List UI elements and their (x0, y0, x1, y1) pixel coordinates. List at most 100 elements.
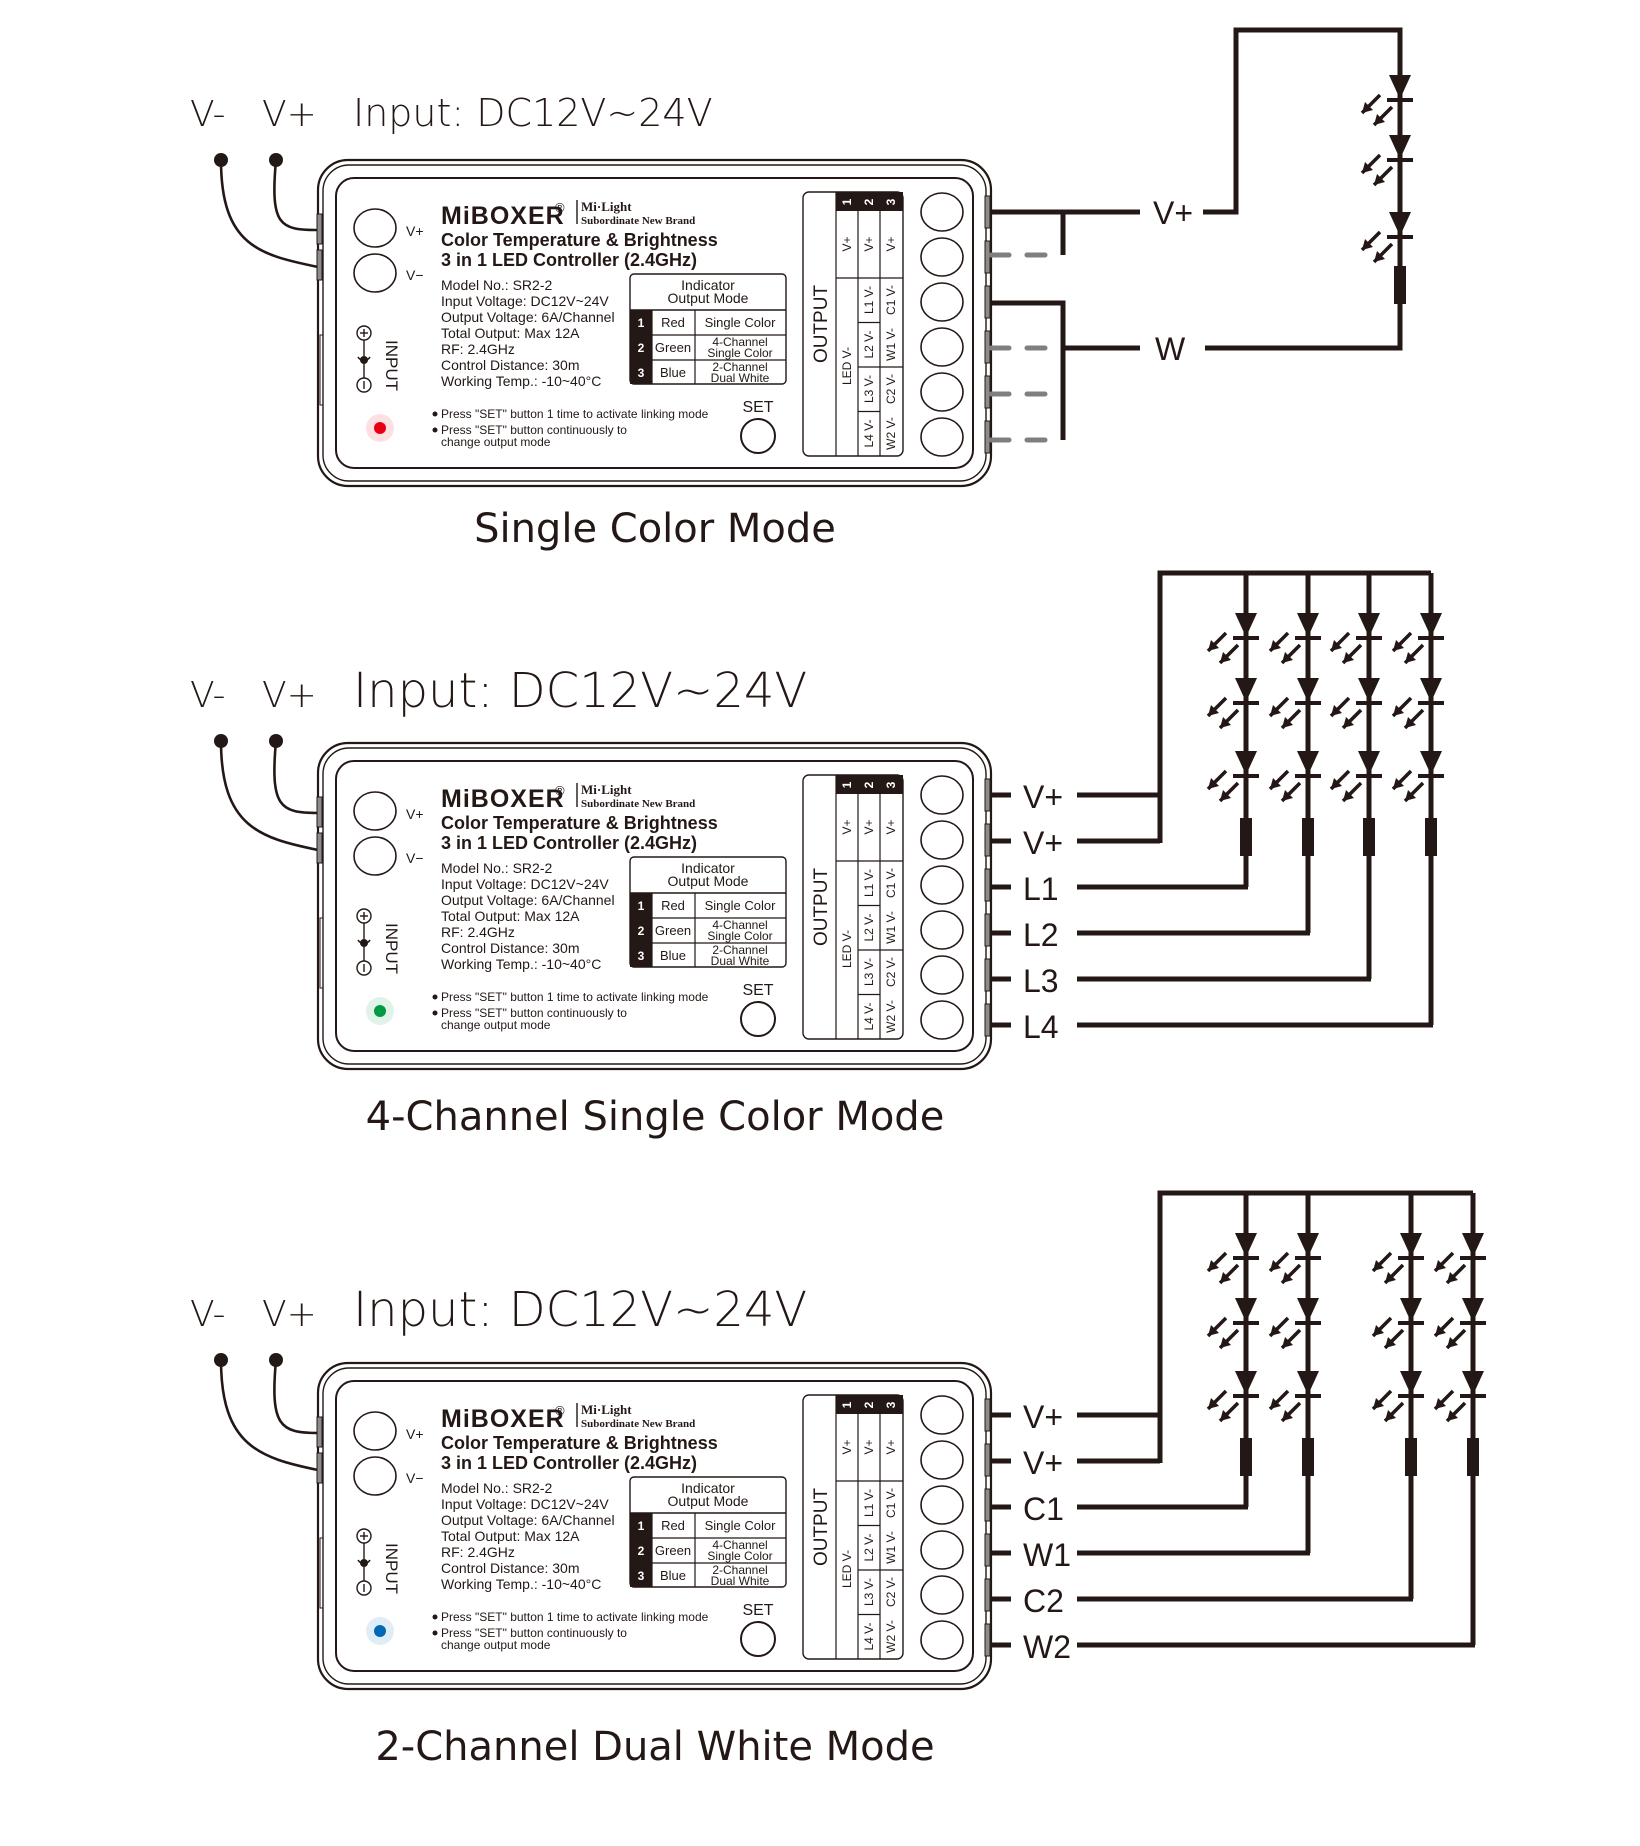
light-arrow-head (1208, 1260, 1219, 1271)
device-shell-inner (322, 747, 987, 1065)
input-wire-vminus (219, 159, 319, 269)
output-terminal (984, 1578, 991, 1612)
led-icon (1329, 678, 1382, 730)
note-1: Press "SET" button 1 time to activate li… (441, 1610, 709, 1624)
input-vminus-label: V- (190, 675, 226, 716)
output-led-vminus: LED V- (840, 1550, 854, 1588)
output-screw-terminal (920, 865, 964, 905)
indicator-led (374, 422, 386, 434)
led-icon (1371, 1233, 1424, 1285)
input-vplus-label: V+ (262, 675, 317, 716)
spec-line: Output Voltage: 6A/Channel (441, 1512, 615, 1528)
resistor-icon (1240, 1438, 1252, 1476)
vplus-bus (1157, 570, 1431, 795)
led-icon (1391, 613, 1444, 665)
light-arrow-head (1405, 790, 1416, 801)
output-terminal (984, 823, 991, 857)
output-screw-terminal (920, 775, 964, 815)
led-triangle (1297, 1298, 1319, 1322)
output-col-header (836, 192, 903, 211)
output-label: L4 (1023, 1009, 1059, 1045)
led-icon (1433, 1233, 1486, 1285)
row-mode: Dual White (711, 954, 770, 968)
sub-brand-1: Mi·Light (581, 1402, 632, 1417)
led-triangle (1235, 678, 1257, 702)
output-col3-label: W2 V- (884, 1620, 898, 1653)
light-arrow-head (1208, 778, 1219, 789)
input-wire-vminus (219, 1359, 319, 1472)
spec-line: RF: 2.4GHz (441, 924, 515, 940)
light-arrow-head (1208, 705, 1219, 716)
set-label: SET (742, 1602, 773, 1619)
input-wire-vplus (273, 159, 319, 232)
light-arrow-head (1343, 790, 1354, 801)
row-number: 2 (638, 924, 645, 938)
row-mode: Single Color (705, 1518, 776, 1533)
output-col-number: 2 (862, 781, 876, 788)
output-col3-label: W1 V- (884, 1531, 898, 1564)
brand-logo: MiBOXER (441, 202, 565, 230)
led-triangle (1420, 751, 1442, 775)
output-screw-terminal (920, 910, 964, 950)
led-icon (1268, 1233, 1321, 1285)
dc-polarity-icon (356, 908, 372, 976)
resistor-icon (1467, 1438, 1479, 1476)
side-groove (319, 1537, 324, 1609)
row-number: 1 (638, 316, 645, 330)
mode-caption: 4-Channel Single Color Mode (366, 1094, 945, 1140)
bullet (432, 994, 438, 1000)
note-3: change output mode (441, 1638, 551, 1652)
row-color: Green (655, 340, 691, 355)
spec-line: Output Voltage: 6A/Channel (441, 892, 615, 908)
output-col2-label: L1 V- (862, 1489, 876, 1517)
led-icon (1206, 1298, 1259, 1350)
light-arrow-head (1270, 705, 1281, 716)
output-vplus: V+ (884, 236, 898, 251)
output-label: V+ (1023, 1399, 1063, 1435)
spec-line: Working Temp.: -10~40°C (441, 1576, 601, 1592)
device-title-2: 3 in 1 LED Controller (2.4GHz) (441, 1453, 697, 1473)
light-arrow-head (1362, 162, 1373, 173)
output-label: V+ (1023, 779, 1063, 815)
sub-brand-1: Mi·Light (581, 782, 632, 797)
row-color: Green (655, 1543, 691, 1558)
row-color: Red (661, 898, 685, 913)
output-col2-label: L1 V- (862, 286, 876, 314)
led-icon (1391, 751, 1444, 803)
jack-dot (360, 356, 368, 364)
note-2: Press "SET" button continuously to (441, 1626, 627, 1640)
output-screw-terminal (920, 1530, 964, 1570)
light-arrow-head (1373, 1398, 1384, 1409)
set-button (740, 418, 776, 454)
light-arrow-head (1282, 790, 1293, 801)
table-header-2: Output Mode (668, 1493, 749, 1509)
output-col-header (836, 1395, 903, 1414)
output-col2-label: L3 V- (862, 1578, 876, 1606)
row-number: 2 (638, 1544, 645, 1558)
input-terminal-vplus (316, 1416, 323, 1448)
input-vminus-label: V- (190, 1294, 226, 1335)
screw-terminal-vplus (353, 791, 397, 831)
output-label: W2 (1023, 1629, 1071, 1665)
row-number: 3 (638, 949, 645, 963)
light-arrow-head (1435, 1398, 1446, 1409)
light-arrow-head (1270, 1398, 1281, 1409)
output-screw-terminal (920, 1575, 964, 1615)
output-col3-label: C2 V- (884, 957, 898, 987)
input-wire-vplus (273, 1359, 319, 1435)
dc-polarity-icon (356, 1528, 372, 1596)
resistor-icon (1405, 1438, 1417, 1476)
wire-w-bridge (991, 300, 1066, 440)
led-icon (1391, 678, 1444, 730)
led-icon (1206, 1233, 1259, 1285)
light-arrow-head (1220, 1272, 1231, 1283)
row-color: Red (661, 1518, 685, 1533)
output-label: C1 (1023, 1491, 1064, 1527)
led-icon (1268, 613, 1321, 665)
dc-polarity-icon (356, 325, 372, 393)
bullet (432, 411, 438, 417)
row-number: 1 (638, 899, 645, 913)
screw-terminal-vplus (353, 208, 397, 248)
